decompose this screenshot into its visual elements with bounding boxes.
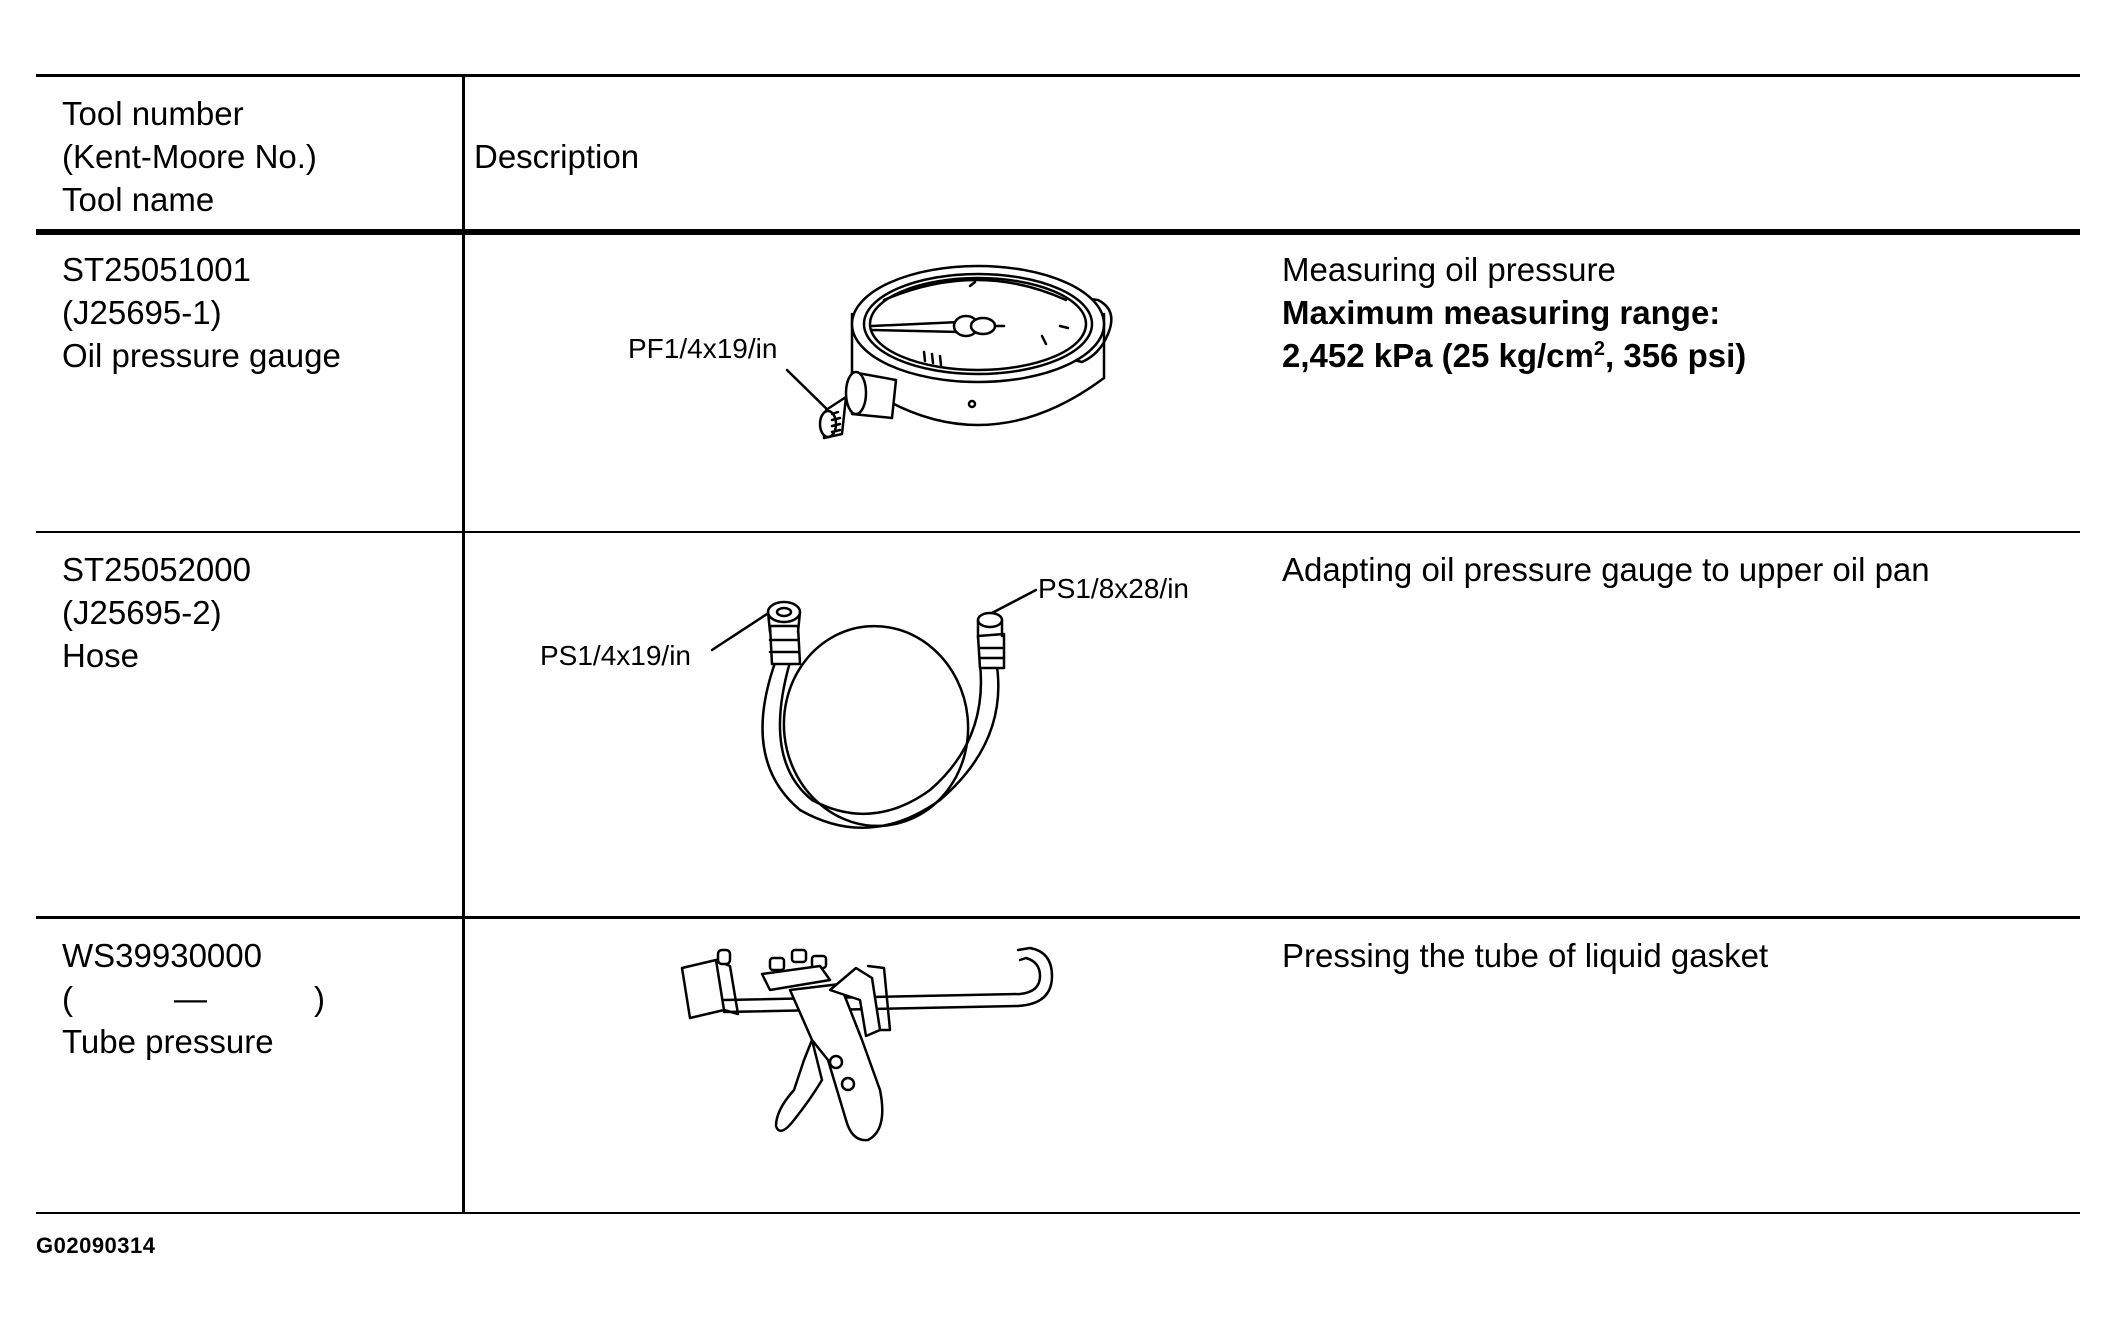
header-tool-number: Tool number bbox=[62, 95, 244, 132]
tool-name: Hose bbox=[62, 637, 140, 674]
row-description: Adapting oil pressure gauge to upper oil… bbox=[1282, 548, 1930, 591]
kent-moore-number: ( — ) bbox=[62, 977, 325, 1020]
tube-presser-illustration bbox=[670, 940, 1070, 1160]
tool-name: Oil pressure gauge bbox=[62, 337, 341, 374]
row-description: Pressing the tube of liquid gasket bbox=[1282, 934, 1768, 977]
spec-heading: Maximum measuring range: bbox=[1282, 294, 1721, 331]
row-tool-info: ST25051001 (J25695-1) Oil pressure gauge bbox=[62, 248, 341, 377]
header-tool-name: Tool name bbox=[62, 181, 215, 218]
row-divider bbox=[36, 531, 2080, 533]
oil-pressure-gauge-illustration bbox=[760, 260, 1160, 460]
spec-value: 2,452 kPa (25 kg/cm2, 356 psi) bbox=[1282, 334, 1746, 377]
table-bottom-rule bbox=[36, 1212, 2080, 1214]
callout-label: PS1/4x19/in bbox=[540, 640, 691, 671]
kent-moore-close: ) bbox=[314, 980, 325, 1017]
callout-label: PS1/8x28/in bbox=[1038, 573, 1189, 604]
tool-number: ST25051001 bbox=[62, 251, 251, 288]
description-text: Measuring oil pressure bbox=[1282, 251, 1616, 288]
row-divider bbox=[36, 916, 2080, 919]
tool-name: Tube pressure bbox=[62, 1023, 274, 1060]
row-description: Measuring oil pressure Maximum measuring… bbox=[1282, 248, 1746, 377]
column-divider bbox=[462, 76, 465, 1213]
table-top-rule bbox=[36, 74, 2080, 77]
row-tool-info: WS39930000 ( — ) Tube pressure bbox=[62, 934, 325, 1063]
kent-moore-number: (J25695-2) bbox=[62, 594, 222, 631]
kent-moore-number: (J25695-1) bbox=[62, 294, 222, 331]
figure-code: G02090314 bbox=[36, 1233, 156, 1258]
header-tool-column: Tool number (Kent-Moore No.) Tool name bbox=[62, 92, 317, 221]
header-description: Description bbox=[474, 138, 640, 175]
kent-moore-dash: — bbox=[174, 980, 207, 1017]
tool-number: WS39930000 bbox=[62, 937, 262, 974]
tool-number: ST25052000 bbox=[62, 551, 251, 588]
header-bottom-rule bbox=[36, 229, 2080, 235]
hose-illustration bbox=[700, 580, 1060, 840]
spec-value-suffix: , 356 psi) bbox=[1605, 337, 1747, 374]
description-text: Pressing the tube of liquid gasket bbox=[1282, 937, 1769, 974]
description-text: Adapting oil pressure gauge to upper oil… bbox=[1282, 551, 1930, 588]
callout-label: PF1/4x19/in bbox=[628, 333, 778, 364]
spec-value-prefix: 2,452 kPa (25 kg/cm bbox=[1282, 337, 1594, 374]
row-tool-info: ST25052000 (J25695-2) Hose bbox=[62, 548, 251, 677]
spec-value-superscript: 2 bbox=[1593, 338, 1605, 360]
header-kent-moore: (Kent-Moore No.) bbox=[62, 138, 317, 175]
kent-moore-open: ( bbox=[62, 980, 73, 1017]
